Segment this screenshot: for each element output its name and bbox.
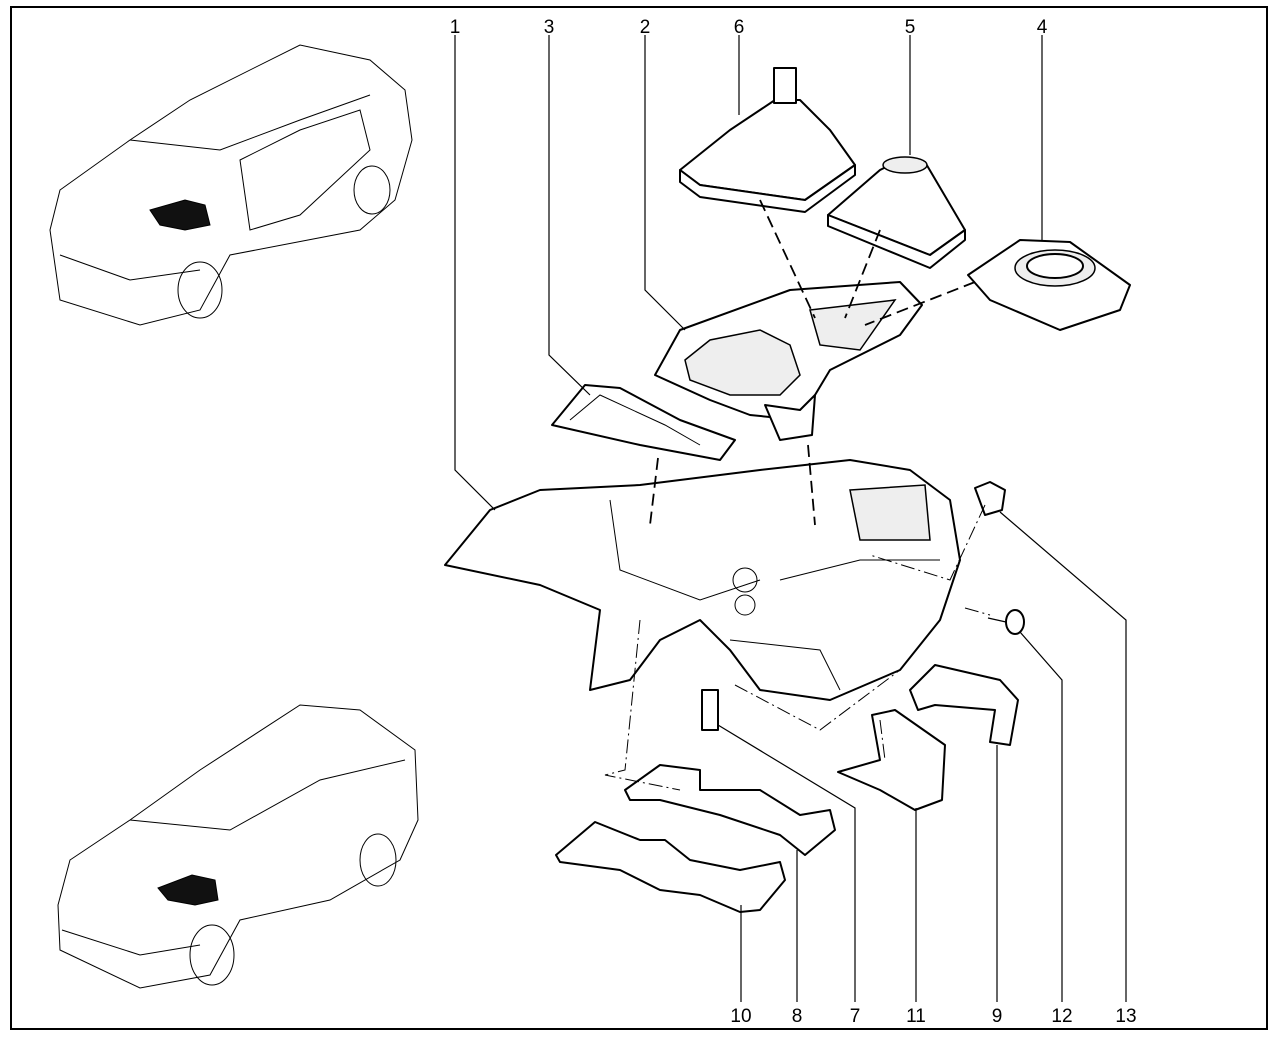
- callout-4: 4: [1037, 17, 1048, 38]
- part-2-console-trim: [654, 281, 923, 441]
- part-8-bracket: [624, 764, 836, 856]
- callout-10: 10: [730, 1006, 751, 1027]
- callout-11: 11: [906, 1006, 926, 1027]
- callout-7: 7: [850, 1006, 861, 1027]
- sedan-car-illustration: [49, 44, 413, 326]
- callout-12: 12: [1051, 1006, 1072, 1027]
- part-7-insert: [701, 689, 719, 731]
- part-6-gear-lever-boot: [679, 67, 856, 213]
- part-1-console-body: [444, 459, 961, 701]
- part-11-bracket: [837, 709, 946, 811]
- assembly-arrows: [604, 199, 991, 791]
- callout-6: 6: [734, 17, 745, 38]
- callout-9: 9: [992, 1006, 1003, 1027]
- part-9-bracket: [909, 664, 1019, 746]
- leader-lines: [454, 35, 1127, 1002]
- part-10-bracket: [555, 821, 786, 913]
- part-13-clip: [974, 481, 1006, 516]
- part-12-screw: [987, 609, 1025, 635]
- callout-8: 8: [792, 1006, 803, 1027]
- part-3-mat: [551, 384, 736, 461]
- part-5-boot: [827, 156, 966, 269]
- callout-2: 2: [640, 17, 651, 38]
- callout-1: 1: [450, 17, 461, 38]
- callout-13: 13: [1115, 1006, 1136, 1027]
- callout-labels: 1 3 2 6 5 4 10 8 7 11 9 12 13: [450, 17, 1137, 1027]
- part-4-frame: [967, 239, 1131, 331]
- wagon-car-illustration: [57, 704, 419, 989]
- diagram-frame: [10, 6, 1268, 1030]
- callout-5: 5: [905, 17, 916, 38]
- callout-3: 3: [544, 17, 555, 38]
